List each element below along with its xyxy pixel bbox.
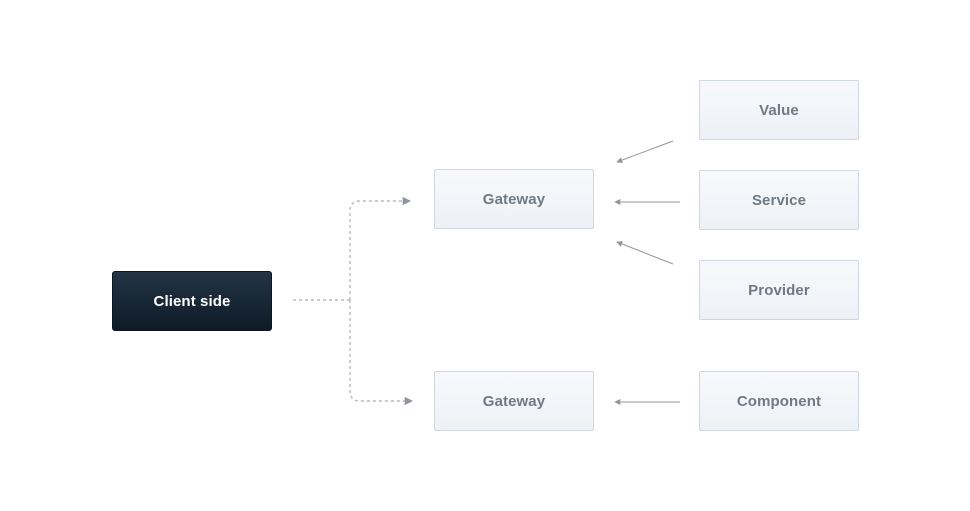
component-node: Component	[699, 371, 859, 431]
service-node: Service	[699, 170, 859, 230]
gateway-label: Gateway	[482, 190, 546, 208]
value-node: Value	[699, 80, 859, 140]
component-label: Component	[736, 392, 822, 410]
gateway-node-top: Gateway	[434, 169, 594, 229]
client-side-node: Client side	[112, 271, 272, 331]
value-label: Value	[759, 101, 799, 119]
service-label: Service	[751, 191, 807, 209]
client-side-label: Client side	[153, 292, 231, 310]
arrow-provider-to-gateway	[616, 241, 674, 265]
connector-client-to-gateway-top	[349, 196, 412, 300]
gateway-label: Gateway	[482, 392, 546, 410]
gateway-node-bottom: Gateway	[434, 371, 594, 431]
provider-label: Provider	[748, 281, 810, 299]
provider-node: Provider	[699, 260, 859, 320]
arrow-value-to-gateway	[616, 140, 674, 163]
connector-client-to-gateway-bottom	[349, 300, 414, 406]
